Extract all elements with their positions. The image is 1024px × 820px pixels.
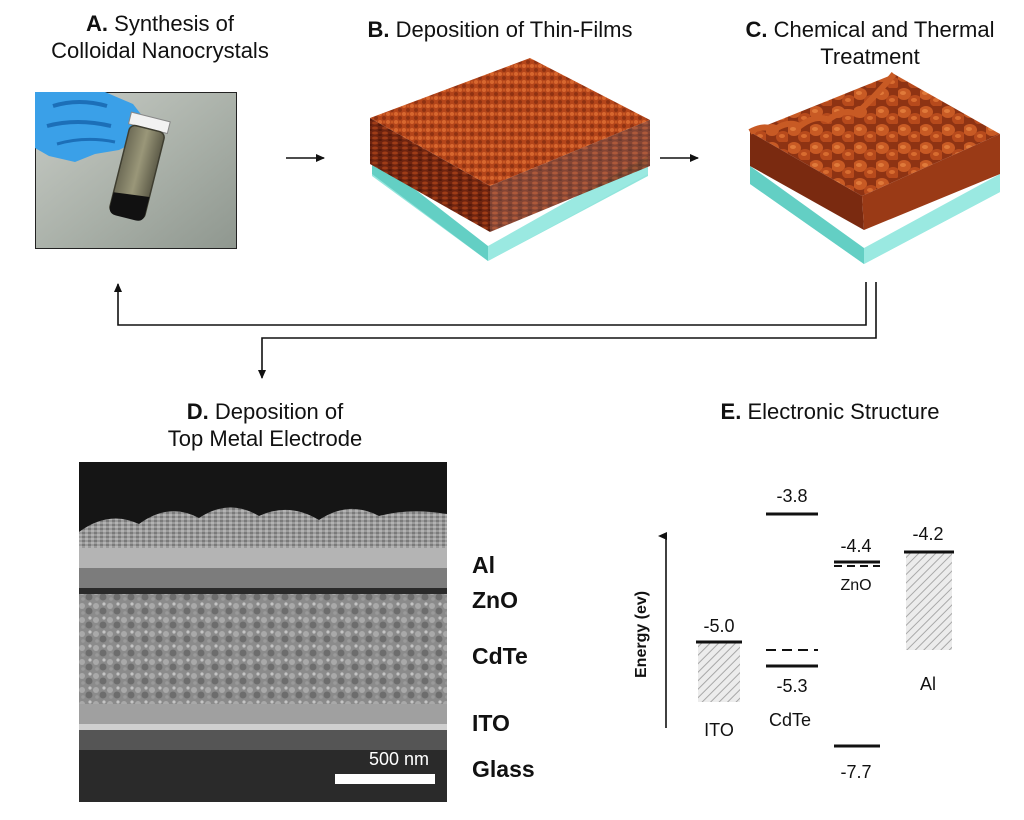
glove-shape	[35, 92, 147, 162]
panel-d-line1: Deposition of	[214, 399, 344, 424]
panel-d-line2: Top Metal Electrode	[167, 426, 363, 451]
energy-level-diagram: Energy (ev) -5.0 ITO -3.8 -5.3 CdTe -4.4…	[633, 486, 954, 782]
treated-film-top	[750, 74, 1000, 196]
panel-b-line1: Deposition of Thin-Films	[395, 17, 633, 42]
arrow-c-to-d	[258, 282, 877, 379]
film-side-left	[370, 118, 490, 232]
layer-label-ito: ITO	[472, 710, 510, 736]
ito-level-value: -5.0	[703, 616, 734, 636]
panel-e-title: E. Electronic Structure	[680, 398, 980, 425]
panel-b-title: B. Deposition of Thin-Films	[330, 16, 670, 43]
layer-label-al: Al	[472, 552, 495, 578]
sem-cross-section: 500 nm	[79, 462, 447, 802]
layer-label-zno: ZnO	[472, 587, 518, 613]
energy-axis-label: Energy (ev)	[633, 591, 650, 678]
panel-a-line2: Colloidal Nanocrystals	[51, 38, 269, 63]
panel-a-title: A. Synthesis of Colloidal Nanocrystals	[40, 10, 280, 64]
panel-b-letter: B.	[367, 17, 390, 42]
panel-a-line1: Synthesis of	[114, 11, 234, 36]
zno-lumo-value: -4.4	[840, 536, 871, 556]
panel-c-letter: C.	[745, 17, 768, 42]
film-side-right	[490, 120, 650, 232]
panel-c-line2: Treatment	[820, 44, 920, 69]
film-top	[370, 58, 650, 186]
panel-e-line1: Electronic Structure	[747, 399, 940, 424]
panel-c-line1: Chemical and Thermal	[773, 17, 995, 42]
panel-a-letter: A.	[86, 11, 109, 36]
ito-label: ITO	[704, 720, 734, 740]
loop-back-to-a	[114, 282, 867, 326]
treated-film-illustration	[748, 72, 1000, 264]
cdte-homo-value: -5.3	[776, 676, 807, 696]
cdte-label: CdTe	[769, 710, 811, 730]
panel-d-title: D. Deposition of Top Metal Electrode	[130, 398, 400, 452]
cdte-lumo-value: -3.8	[776, 486, 807, 506]
scale-bar	[335, 774, 435, 784]
scale-bar-label: 500 nm	[369, 749, 429, 769]
zno-label: ZnO	[840, 577, 871, 594]
al-label: Al	[920, 674, 936, 694]
layer-label-cdte: CdTe	[472, 643, 528, 669]
vial-photo	[35, 92, 237, 249]
al-band	[906, 552, 952, 650]
panel-d-letter: D.	[186, 399, 209, 424]
zno-homo-value: -7.7	[840, 762, 871, 782]
process-flow-arrows	[114, 154, 877, 379]
thin-film-illustration	[370, 58, 650, 261]
ito-band	[698, 642, 740, 702]
panel-e-letter: E.	[720, 399, 742, 424]
panel-c-title: C. Chemical and Thermal Treatment	[720, 16, 1020, 70]
al-level-value: -4.2	[912, 524, 943, 544]
layer-label-glass: Glass	[472, 756, 535, 782]
